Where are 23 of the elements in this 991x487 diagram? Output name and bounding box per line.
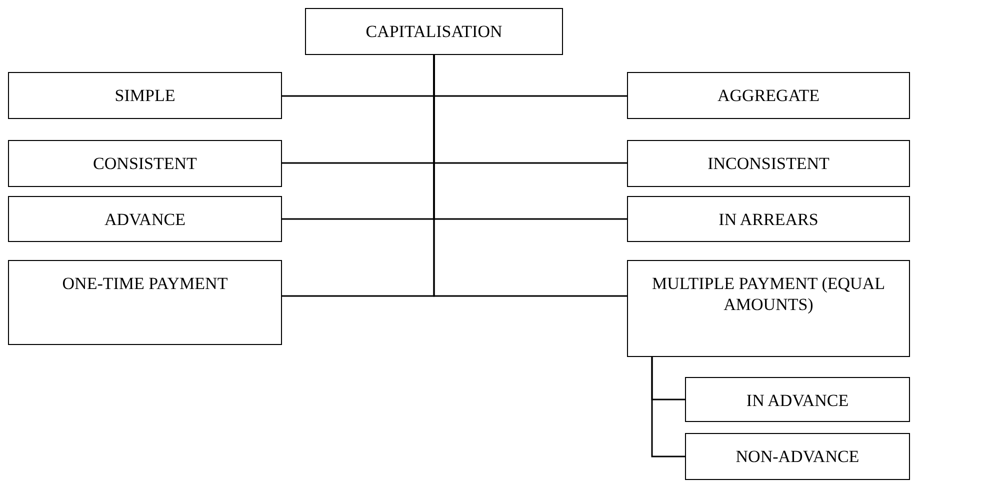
box-label: CONSISTENT [92,153,198,174]
category-box [627,260,910,357]
box-label: ONE-TIME PAYMENT [61,273,229,294]
category-box [627,196,910,242]
box-label: MULTIPLE PAYMENT (EQUAL AMOUNTS) [651,273,886,315]
box-label: IN ADVANCE [745,390,850,411]
box-label: CAPITALISATION [364,21,504,42]
box-label: IN ARREARS [718,209,820,230]
category-box [305,8,563,55]
category-box [685,377,910,422]
box-label: AGGREGATE [716,85,820,106]
box-label: SIMPLE [114,85,176,106]
box-label: ADVANCE [104,209,186,230]
category-box [8,196,282,242]
category-box [627,140,910,187]
box-label: INCONSISTENT [706,153,830,174]
category-box [8,260,282,345]
category-box [8,72,282,119]
category-box [8,140,282,187]
connector-line [651,357,685,458]
category-box [627,72,910,119]
category-box [685,433,910,480]
box-label: NON-ADVANCE [734,446,860,467]
